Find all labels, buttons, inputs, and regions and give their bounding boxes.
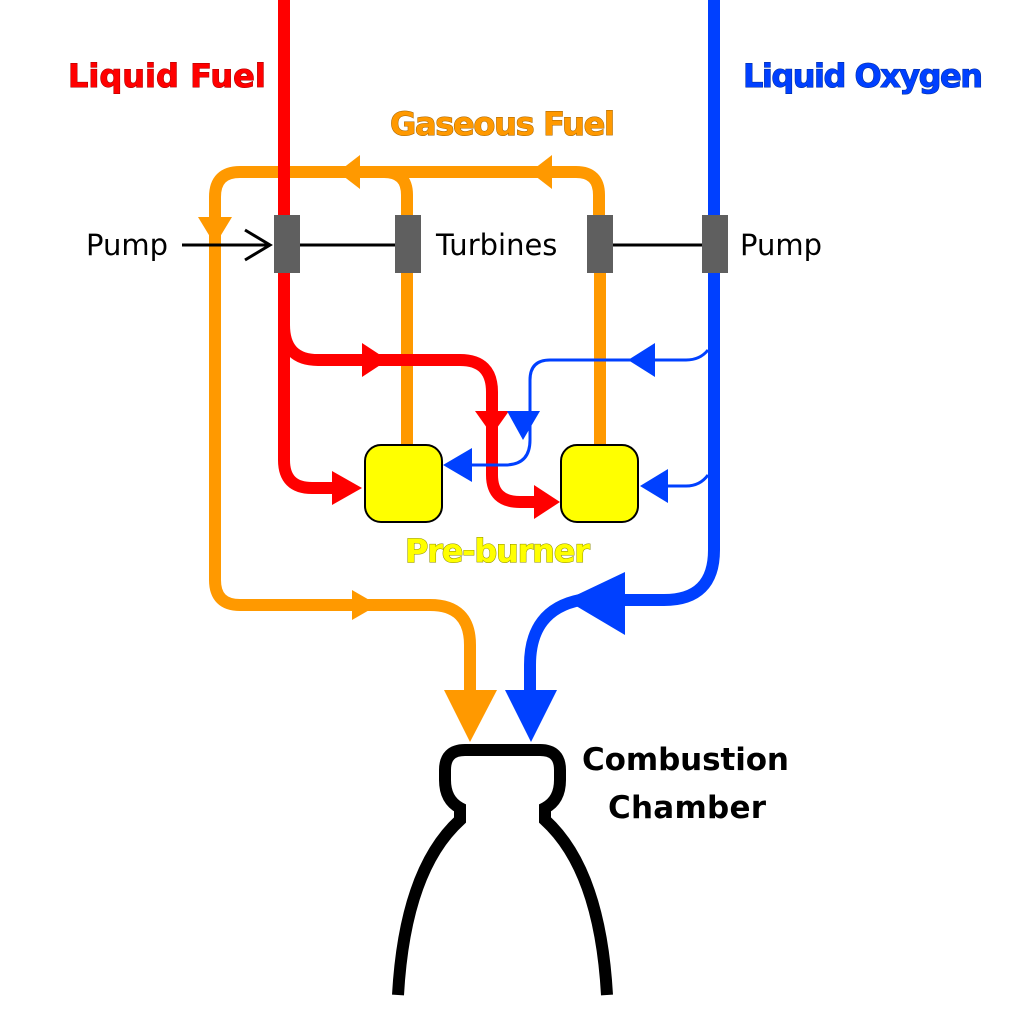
arrow-gaseous-into-chamber [444, 690, 497, 742]
lox-to-right-preburner [660, 474, 710, 488]
pump-pointer-arrowhead [244, 228, 273, 262]
liquid-fuel-to-left-preburner [278, 272, 340, 494]
gaseous-fuel-label: Gaseous Fuel [390, 105, 615, 143]
turbomachinery [274, 215, 728, 273]
arrow-fuel-down [475, 411, 509, 435]
liquid-oxygen-label: Liquid Oxygen [743, 57, 983, 95]
preburners [364, 444, 639, 523]
chamber-label-line1: Combustion [582, 742, 789, 778]
arrow-lox-left-preburner [443, 448, 472, 482]
gaseous-fuel-top-loop [209, 166, 605, 700]
preburner-right [560, 444, 639, 523]
left-turbine [395, 215, 421, 273]
arrow-gaseous-top-left [338, 155, 360, 189]
arrow-lox-big-left [566, 572, 625, 635]
flow-arrows [198, 155, 668, 742]
arrow-fuel-right-mid [362, 343, 388, 377]
arrow-lox-right-preburner [640, 469, 668, 503]
preburner-label: Pre-burner [405, 532, 590, 570]
arrow-gaseous-bottom [352, 590, 378, 620]
oxygen-pump [702, 215, 728, 273]
right-turbine [587, 215, 613, 273]
liquid-fuel-label: Liquid Fuel [68, 57, 266, 95]
arrow-fuel-left-preburner [332, 471, 362, 505]
preburner-left [364, 444, 443, 523]
combustion-chamber [392, 744, 613, 996]
pump-left-label: Pump [86, 228, 168, 262]
pump-right-label: Pump [740, 228, 822, 262]
arrow-gaseous-down-left [198, 217, 232, 245]
turbines-label: Turbines [435, 228, 557, 262]
arrow-gaseous-top-right [530, 155, 552, 189]
liquid-fuel-to-right-preburner [278, 324, 540, 508]
gaseous-fuel-left-turbine-link [383, 166, 413, 218]
arrow-lox-thin-down [507, 411, 540, 440]
arrow-fuel-right-preburner [534, 485, 560, 519]
arrow-lox-thin-top [628, 343, 655, 377]
fuel-pump [274, 215, 300, 273]
arrow-lox-into-chamber [505, 690, 557, 742]
chamber-label-line2: Chamber [608, 790, 767, 826]
liquid-fuel-lines [278, 0, 540, 508]
lox-to-left-preburner [470, 349, 710, 467]
shafts [182, 228, 702, 262]
